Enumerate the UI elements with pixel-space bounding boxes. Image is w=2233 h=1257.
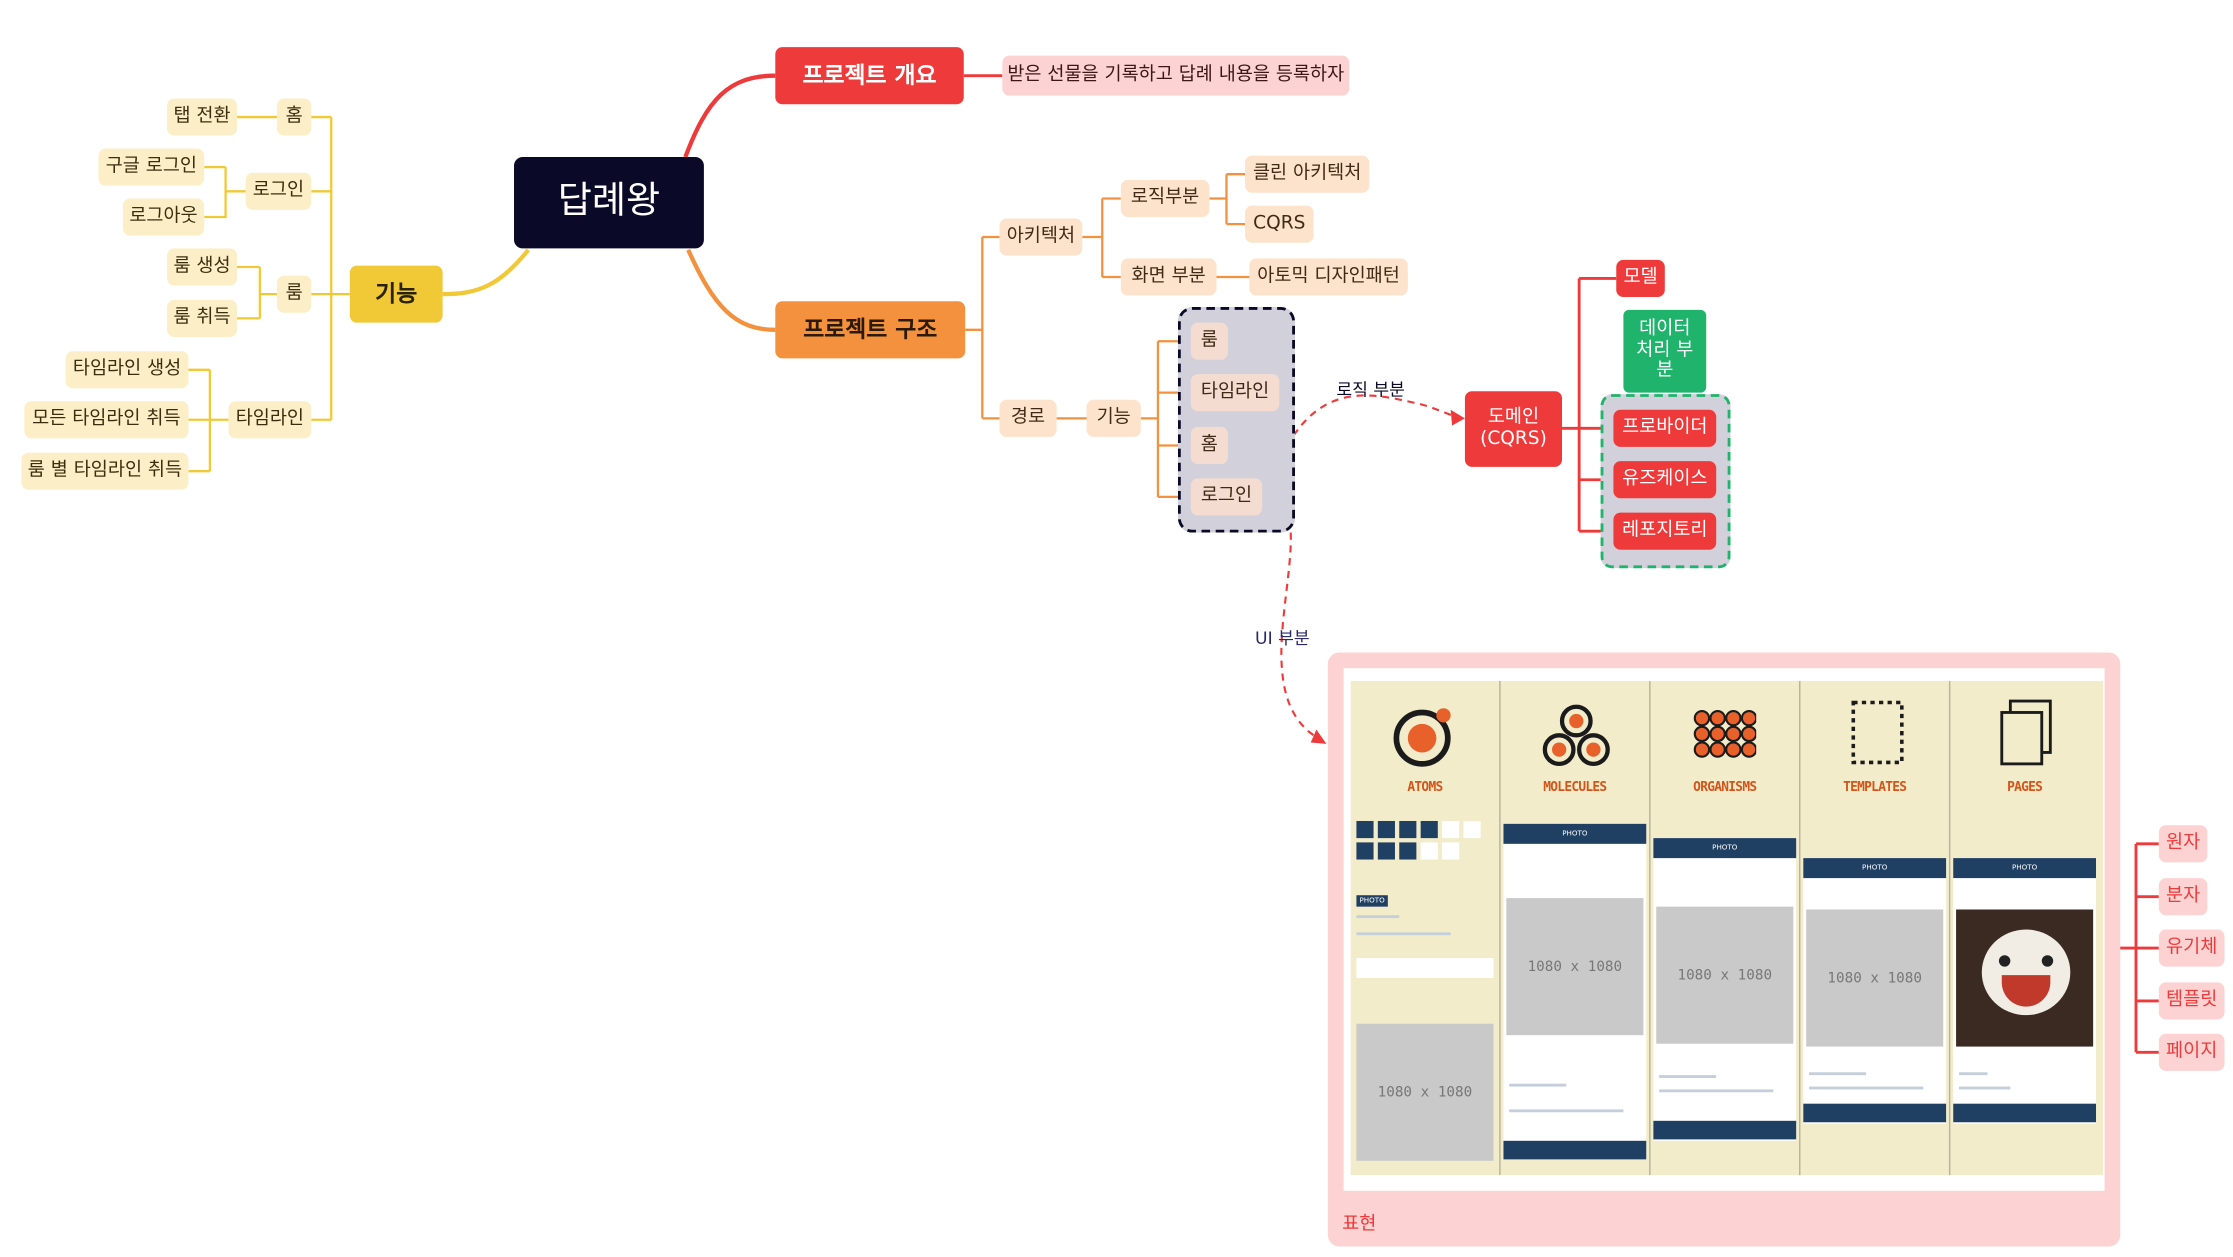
atoms-icon-grid	[1356, 820, 1482, 864]
features-timeline-create[interactable]: 타임라인 생성	[65, 351, 189, 389]
root-node[interactable]: 답례왕	[514, 157, 704, 249]
overview-detail[interactable]: 받은 선물을 기록하고 답례 내용을 등록하자	[1002, 55, 1350, 96]
features-timeline[interactable]: 타임라인	[228, 401, 312, 439]
level-page[interactable]: 페이지	[2158, 1033, 2225, 1071]
level-template[interactable]: 템플릿	[2158, 982, 2225, 1020]
features-timeline-get-all[interactable]: 모든 타임라인 취득	[24, 401, 189, 439]
features-node[interactable]: 기능	[349, 265, 443, 323]
pages-icon	[2000, 699, 2052, 766]
domain-model[interactable]: 모델	[1616, 259, 1665, 297]
atoms-column: ATOMS PHOTO 1080 x 1080	[1351, 681, 1499, 1175]
template-icon	[1851, 700, 1904, 765]
structure-atomic-design[interactable]: 아토믹 디자인패턴	[1249, 258, 1408, 296]
atomic-design-image: ATOMS PHOTO 1080 x 1080	[1350, 681, 2104, 1176]
structure-logic[interactable]: 로직부분	[1120, 179, 1210, 218]
templates-column: TEMPLATES PHOTO 1080 x 1080	[1800, 681, 1948, 1175]
structure-screen[interactable]: 화면 부분	[1120, 258, 1217, 296]
pages-title: PAGES	[2007, 781, 2043, 796]
level-organism[interactable]: 유기체	[2158, 929, 2225, 967]
organisms-title: ORGANISMS	[1693, 781, 1757, 796]
dog-photo	[1956, 909, 2094, 1047]
templates-title: TEMPLATES	[1843, 781, 1907, 796]
features-home-tab-switch[interactable]: 탭 전환	[167, 98, 238, 136]
domain-repository[interactable]: 레포지토리	[1613, 512, 1717, 550]
logic-part-label: 로직 부분	[1336, 379, 1405, 400]
pages-phone: PHOTO	[1953, 858, 2097, 1124]
molecules-phone: PHOTO 1080 x 1080	[1503, 823, 1647, 1160]
features-room-get[interactable]: 룸 취득	[167, 299, 238, 337]
features-login-logout[interactable]: 로그아웃	[122, 198, 205, 236]
molecules-title: MOLECULES	[1543, 781, 1607, 796]
atoms-title: ATOMS	[1407, 781, 1443, 796]
features-home[interactable]: 홈	[276, 98, 312, 136]
ui-part-label: UI 부분	[1255, 628, 1310, 649]
pages-column: PAGES PHOTO	[1950, 681, 2098, 1175]
level-molecule[interactable]: 분자	[2158, 878, 2208, 916]
structure-route-feature[interactable]: 기능	[1086, 399, 1141, 437]
structure-clean-architecture[interactable]: 클린 아키텍처	[1245, 155, 1370, 193]
features-room-create[interactable]: 룸 생성	[167, 248, 238, 286]
route-feature-room[interactable]: 룸	[1190, 322, 1228, 360]
domain-usecase[interactable]: 유즈케이스	[1613, 461, 1717, 499]
organisms-column: ORGANISMS PHOTO 1080 x 1080	[1651, 681, 1799, 1175]
features-room[interactable]: 룸	[276, 275, 312, 313]
domain-data-processing[interactable]: 데이터 처리 부 분	[1623, 309, 1707, 393]
organism-icon	[1693, 709, 1757, 758]
level-atom[interactable]: 원자	[2158, 825, 2208, 863]
features-login-google[interactable]: 구글 로그인	[98, 148, 205, 186]
atom-icon	[1393, 708, 1451, 767]
features-login[interactable]: 로그인	[245, 172, 312, 210]
structure-node[interactable]: 프로젝트 구조	[775, 301, 966, 359]
route-feature-home[interactable]: 홈	[1190, 426, 1228, 465]
organisms-phone: PHOTO 1080 x 1080	[1653, 838, 1797, 1141]
overview-node[interactable]: 프로젝트 개요	[775, 47, 964, 105]
structure-route[interactable]: 경로	[999, 399, 1057, 437]
representation-label: 표현	[1342, 1213, 1377, 1236]
features-timeline-get-by-room[interactable]: 룸 별 타임라인 취득	[21, 452, 189, 490]
molecules-column: MOLECULES PHOTO 1080 x 1080	[1501, 681, 1649, 1175]
route-feature-login[interactable]: 로그인	[1190, 478, 1263, 516]
structure-architecture[interactable]: 아키텍처	[999, 218, 1083, 256]
molecule-icon	[1542, 704, 1610, 767]
domain-provider[interactable]: 프로바이더	[1613, 409, 1717, 447]
structure-cqrs[interactable]: CQRS	[1245, 205, 1314, 243]
atoms-photo-placeholder: 1080 x 1080	[1356, 1023, 1494, 1161]
templates-phone: PHOTO 1080 x 1080	[1803, 858, 1947, 1124]
domain-node[interactable]: 도메인 (CQRS)	[1464, 391, 1563, 467]
atoms-photo-label: PHOTO	[1356, 895, 1388, 907]
route-feature-timeline[interactable]: 타임라인	[1190, 374, 1280, 412]
